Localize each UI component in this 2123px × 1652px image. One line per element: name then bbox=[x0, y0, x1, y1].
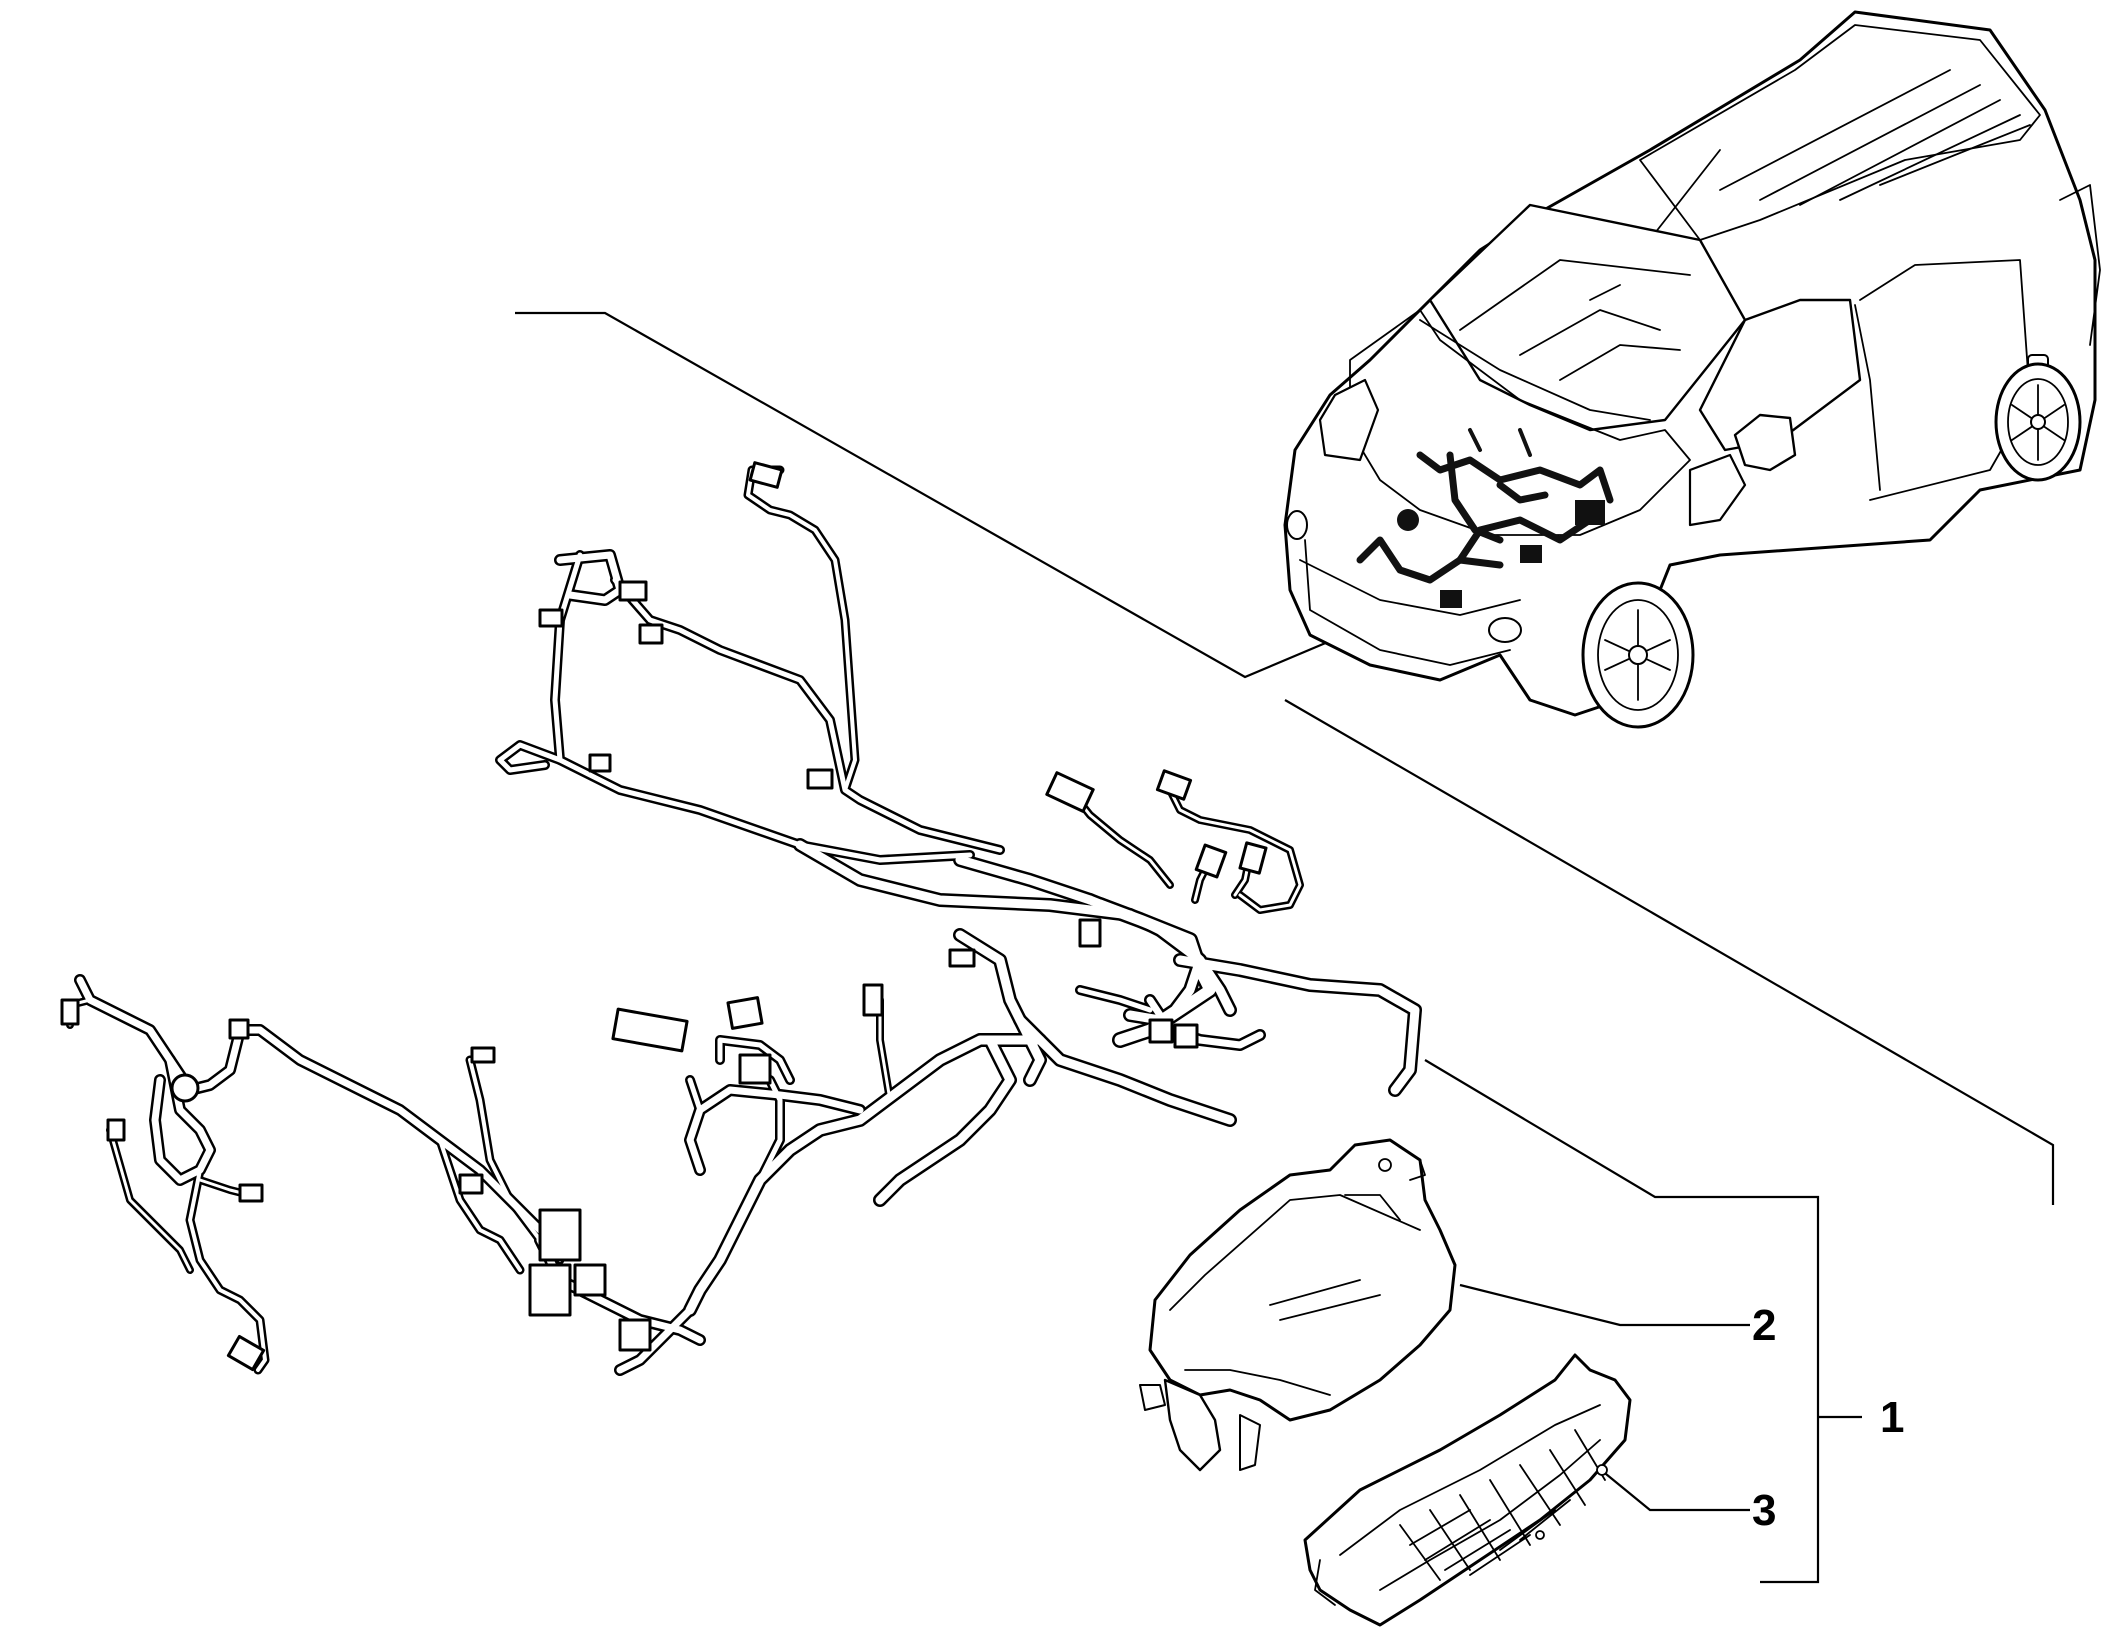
installed-harness bbox=[1356, 428, 1614, 608]
fuse-box-cover bbox=[1139, 1138, 1457, 1472]
callout-1: 1 bbox=[1880, 1393, 1904, 1442]
fuse-slot-grid bbox=[1399, 1429, 1606, 1581]
callout-3: 3 bbox=[1752, 1486, 1776, 1535]
van-illustration bbox=[1283, 10, 2101, 729]
leader-lines bbox=[515, 311, 2055, 1584]
fuse-box-tray bbox=[1303, 1353, 1632, 1627]
harness-connectors bbox=[60, 461, 1268, 1372]
wiring-harness bbox=[60, 461, 1422, 1376]
callout-2: 2 bbox=[1752, 1301, 1776, 1350]
